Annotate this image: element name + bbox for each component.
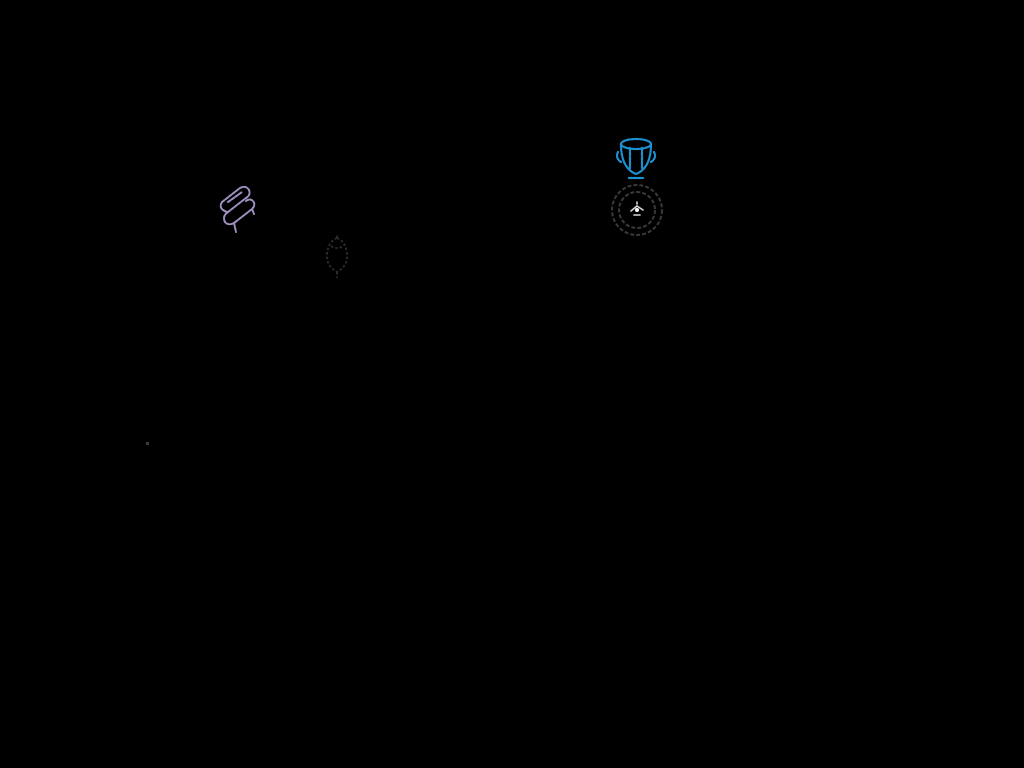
flower-icon[interactable] [318, 232, 356, 280]
cup-icon[interactable] [612, 134, 660, 182]
medallion-icon[interactable] [606, 180, 668, 240]
speck [146, 442, 149, 445]
scroll-icon[interactable] [214, 180, 260, 238]
